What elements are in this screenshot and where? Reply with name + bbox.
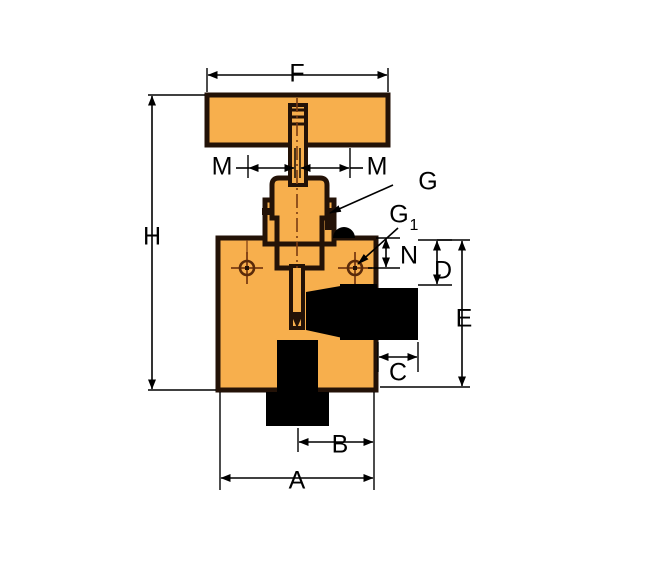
dim-label-a: A <box>289 467 306 495</box>
dim-label-f: F <box>289 60 304 88</box>
dim-label-h: H <box>143 223 161 251</box>
spigot-upper <box>277 340 318 394</box>
dim-label-b: B <box>332 431 349 459</box>
dim-label-c: C <box>389 359 407 387</box>
leader-line-g1 <box>357 227 399 265</box>
dim-label-g: G <box>418 168 437 196</box>
valve-geometry <box>204 92 418 426</box>
seal-cap <box>333 227 355 238</box>
dim-label-d: D <box>434 257 452 285</box>
port-center-mark-right <box>338 252 372 284</box>
outlet-boss <box>377 288 418 340</box>
dim-label-e: E <box>456 305 473 333</box>
dim-label-n: N <box>400 242 418 270</box>
bonnet-right-lug <box>325 208 333 230</box>
outlet-neck <box>340 284 377 340</box>
dim-label-m-left: M <box>212 153 233 181</box>
dimension-lines <box>148 68 470 490</box>
dim-label-m-right: M <box>367 153 388 181</box>
dim-label-g1-subscript: 1 <box>410 217 419 234</box>
spigot-flange <box>266 392 329 426</box>
port-center-mark-left <box>231 240 263 284</box>
stem-tip-arrow <box>290 312 304 328</box>
leader-line-g <box>329 184 394 214</box>
bonnet <box>269 175 330 247</box>
dim-label-g1: G <box>389 201 408 229</box>
bonnet-left-lug <box>262 208 274 215</box>
dimension-labels: F M M H G G 1 N D E C B A <box>143 60 472 495</box>
